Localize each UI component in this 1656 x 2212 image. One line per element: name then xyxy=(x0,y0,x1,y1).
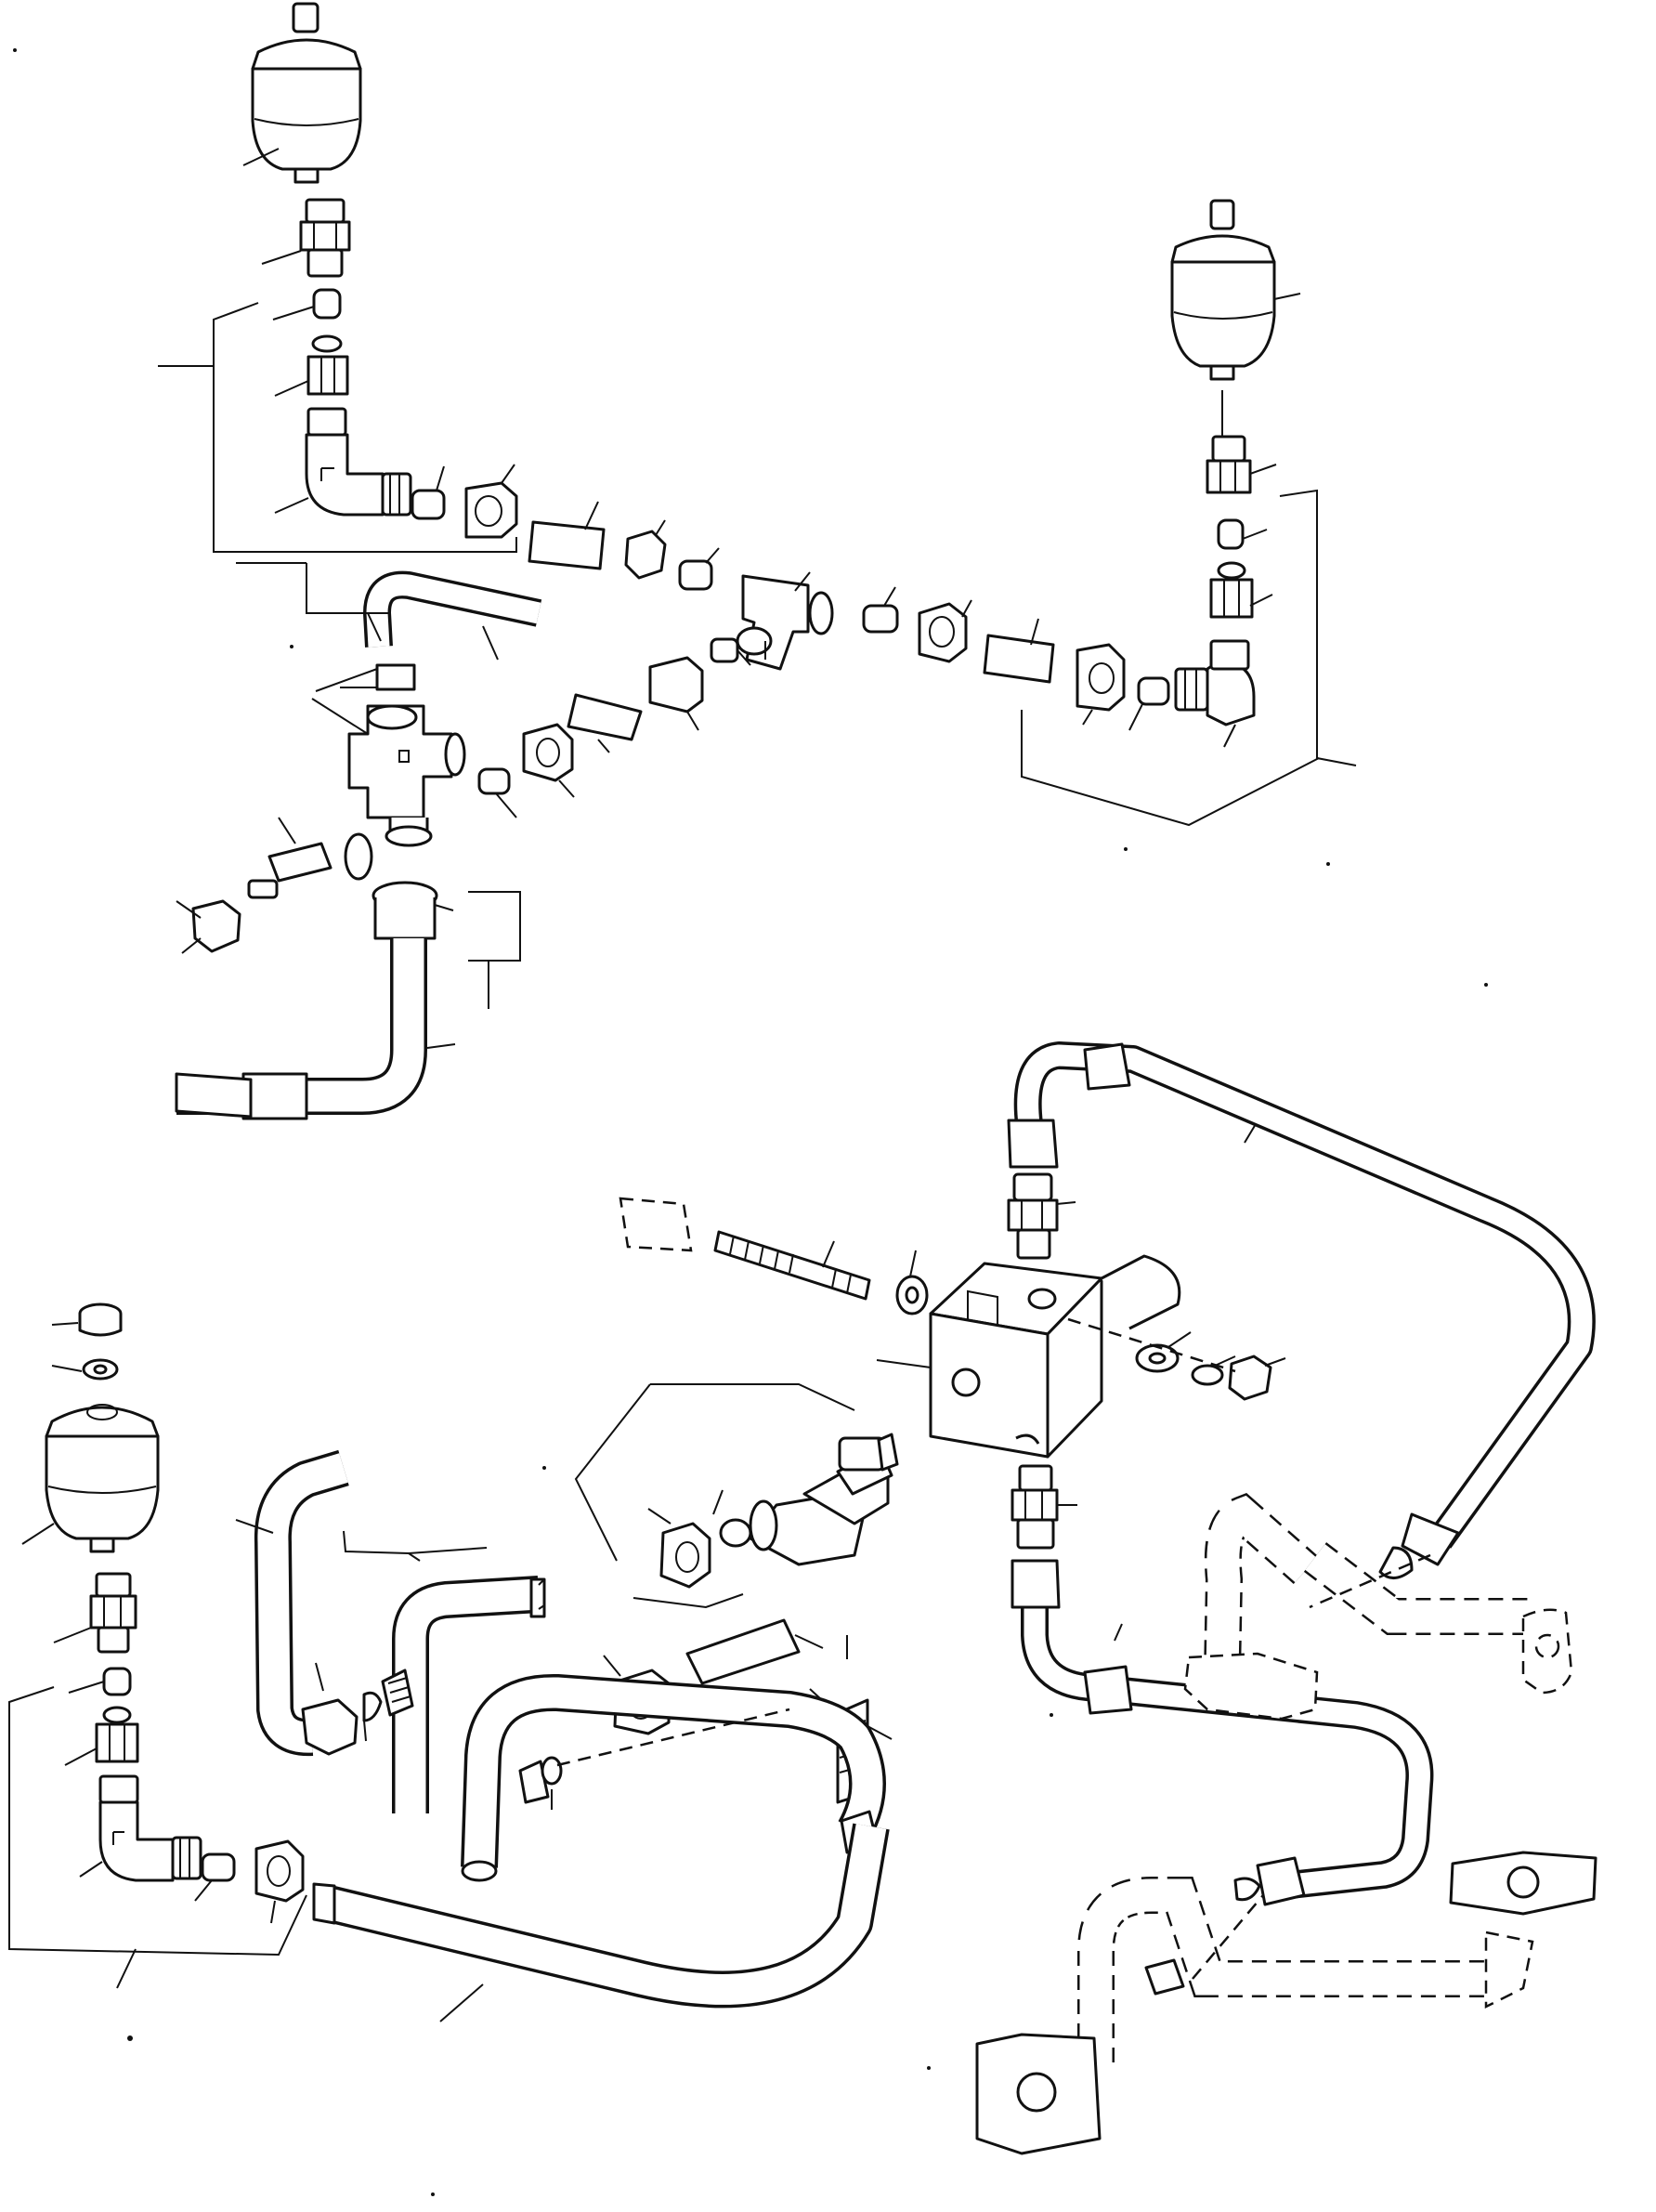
check-valve-plug xyxy=(176,817,333,954)
scan-specks xyxy=(13,48,1488,2196)
hose-right-upper xyxy=(1007,1041,1596,1579)
tee-fitting xyxy=(710,571,834,671)
lower-left-accumulator xyxy=(8,1302,307,1989)
washer-left xyxy=(895,1250,929,1315)
accumulator-2 xyxy=(1170,199,1301,671)
accumulator-3 xyxy=(21,1404,160,1553)
accumulator-1 xyxy=(242,2,362,184)
upper-assembly xyxy=(158,2,1357,1120)
check-valve-assembly xyxy=(574,1383,899,1609)
hose-upper xyxy=(236,562,542,661)
bracket-lower-left xyxy=(8,1686,307,1989)
bottom-adapter xyxy=(1011,1464,1077,1550)
fitting-run-right xyxy=(862,586,1170,731)
elbow-lower-left xyxy=(79,1800,305,1924)
elbow-pipe-middle xyxy=(343,1530,546,1813)
j-pipe xyxy=(235,1449,414,1757)
fitting-run-left xyxy=(411,464,720,591)
cross-fitting xyxy=(311,612,466,881)
washer-nut-right xyxy=(1067,1317,1286,1401)
fitting-stack-lower-left xyxy=(53,1572,139,1804)
valve-block xyxy=(876,1254,1181,1459)
bracket-right xyxy=(1021,489,1357,827)
top-adapter xyxy=(1007,1172,1076,1260)
cap-screw xyxy=(51,1302,123,1381)
fitting-stack-left xyxy=(261,198,351,437)
dashed-manifold-lower xyxy=(975,1851,1597,2155)
elbow-left xyxy=(274,433,412,517)
dashed-manifold-upper xyxy=(1183,1492,1573,1721)
elbow-right xyxy=(1174,660,1256,748)
long-tube-bottom xyxy=(312,1823,890,2022)
bracket-left xyxy=(158,302,517,553)
threaded-stud xyxy=(713,1230,871,1301)
dashed-sleeve xyxy=(619,1197,693,1252)
hose-right-lower xyxy=(1011,1559,1434,1906)
fitting-run-branch xyxy=(477,656,704,818)
valve-block-assembly xyxy=(235,1041,1597,2155)
lower-pipe-upper-assy xyxy=(175,881,521,1120)
